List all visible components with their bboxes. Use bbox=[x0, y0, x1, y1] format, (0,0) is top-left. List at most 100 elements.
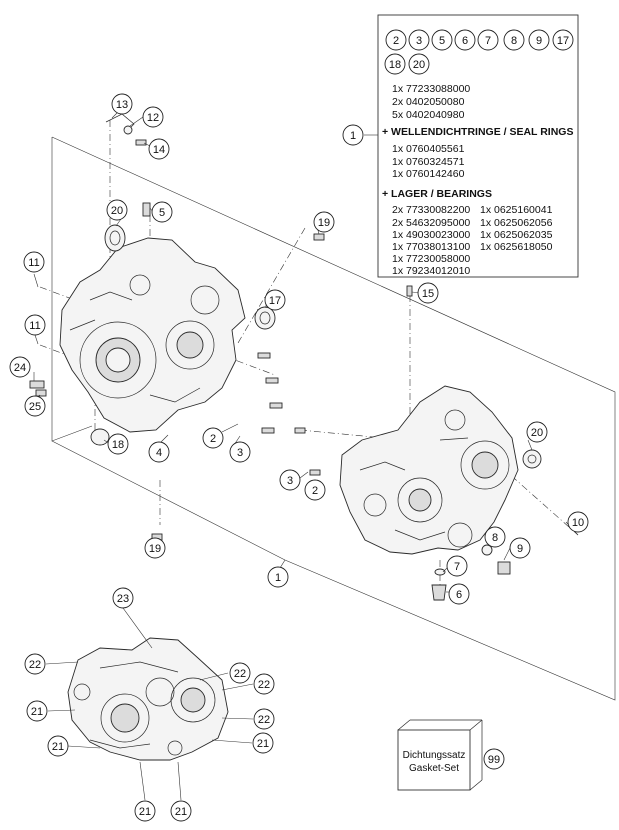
callout-23[interactable]: 23 bbox=[112, 587, 134, 609]
left-crankcase-half bbox=[59, 237, 246, 433]
callout-18[interactable]: 18 bbox=[107, 433, 129, 455]
kit-chip[interactable]: 9 bbox=[528, 29, 550, 51]
bearing-part-line: 1x 49030023000 bbox=[392, 229, 470, 241]
bearing-part-line: 1x 77230058000 bbox=[392, 253, 470, 265]
svg-text:11: 11 bbox=[29, 320, 40, 332]
kit-chip[interactable]: 20 bbox=[408, 53, 430, 75]
callout-22[interactable]: 22 bbox=[253, 708, 275, 730]
kit-chip[interactable]: 8 bbox=[503, 29, 525, 51]
svg-text:23: 23 bbox=[117, 593, 129, 605]
kit-chip[interactable]: 6 bbox=[454, 29, 476, 51]
svg-text:21: 21 bbox=[175, 806, 187, 818]
svg-text:5: 5 bbox=[439, 35, 445, 47]
callout-13[interactable]: 13 bbox=[111, 93, 133, 115]
svg-text:7: 7 bbox=[454, 561, 460, 573]
callout-2[interactable]: 2 bbox=[202, 427, 224, 449]
bearing-part-line: 1x 79234012010 bbox=[392, 265, 470, 277]
callout-21[interactable]: 21 bbox=[252, 732, 274, 754]
kit-chip[interactable]: 5 bbox=[431, 29, 453, 51]
callout-20[interactable]: 20 bbox=[106, 199, 128, 221]
callout-6[interactable]: 6 bbox=[448, 583, 470, 605]
svg-text:21: 21 bbox=[139, 806, 151, 818]
callout-10[interactable]: 10 bbox=[567, 511, 589, 533]
callout-21[interactable]: 21 bbox=[134, 800, 156, 822]
callout-4[interactable]: 4 bbox=[148, 441, 170, 463]
kit-chip[interactable]: 17 bbox=[552, 29, 574, 51]
svg-text:10: 10 bbox=[572, 517, 584, 529]
callout-22[interactable]: 22 bbox=[229, 662, 251, 684]
seal-part-line: 1x 0760405561 bbox=[392, 143, 465, 155]
bearing-part-line: 1x 0625062056 bbox=[480, 217, 553, 229]
callout-list: 13 12 14 20 5 19 11 17 15 11 24 25 18 4 … bbox=[9, 93, 589, 822]
svg-text:21: 21 bbox=[52, 741, 64, 753]
bearing-part-line: 1x 0625062035 bbox=[480, 229, 553, 241]
svg-text:3: 3 bbox=[416, 35, 422, 47]
svg-text:20: 20 bbox=[413, 59, 425, 71]
callout-9[interactable]: 9 bbox=[509, 537, 531, 559]
gasket-label-de: Dichtungssatz bbox=[403, 750, 466, 761]
kit-parts-box: 2 3 5 6 7 8 9 17 18 20 1x 77233088000 2x… bbox=[377, 14, 579, 278]
crankcase-lower-view bbox=[67, 637, 229, 761]
callout-11[interactable]: 11 bbox=[23, 251, 45, 273]
callout-21[interactable]: 21 bbox=[26, 700, 48, 722]
callout-22[interactable]: 22 bbox=[24, 653, 46, 675]
callout-24[interactable]: 24 bbox=[9, 356, 31, 378]
svg-text:20: 20 bbox=[111, 205, 123, 217]
kit-chip[interactable]: 7 bbox=[477, 29, 499, 51]
bearings-heading: + LAGER / BEARINGS bbox=[382, 188, 492, 200]
callout-17[interactable]: 17 bbox=[264, 289, 286, 311]
callout-3[interactable]: 3 bbox=[279, 469, 301, 491]
svg-text:9: 9 bbox=[536, 35, 542, 47]
svg-text:21: 21 bbox=[31, 706, 43, 718]
svg-text:22: 22 bbox=[258, 679, 270, 691]
svg-text:6: 6 bbox=[456, 589, 462, 601]
svg-text:22: 22 bbox=[29, 659, 41, 671]
svg-text:6: 6 bbox=[462, 35, 468, 47]
callout-8[interactable]: 8 bbox=[484, 526, 506, 548]
callout-14[interactable]: 14 bbox=[148, 138, 170, 160]
svg-text:11: 11 bbox=[28, 257, 39, 269]
kit-part-line: 5x 0402040980 bbox=[392, 109, 465, 121]
callout-21[interactable]: 21 bbox=[170, 800, 192, 822]
svg-text:8: 8 bbox=[511, 35, 517, 47]
callout-20[interactable]: 20 bbox=[526, 421, 548, 443]
bearing-part-line: 1x 77038013100 bbox=[392, 241, 470, 253]
callout-21[interactable]: 21 bbox=[47, 735, 69, 757]
callout-3[interactable]: 3 bbox=[229, 441, 251, 463]
svg-text:18: 18 bbox=[389, 59, 401, 71]
callout-22[interactable]: 22 bbox=[253, 673, 275, 695]
callout-25[interactable]: 25 bbox=[24, 395, 46, 417]
callout-1[interactable]: 1 bbox=[267, 566, 289, 588]
svg-text:99: 99 bbox=[488, 754, 500, 766]
svg-text:2: 2 bbox=[312, 485, 318, 497]
kit-chip[interactable]: 3 bbox=[408, 29, 430, 51]
svg-text:19: 19 bbox=[149, 543, 161, 555]
kit-chip[interactable]: 2 bbox=[385, 29, 407, 51]
callout-11[interactable]: 11 bbox=[24, 314, 46, 336]
callout-19[interactable]: 19 bbox=[313, 211, 335, 233]
svg-text:2: 2 bbox=[210, 433, 216, 445]
svg-text:22: 22 bbox=[234, 668, 246, 680]
seal-part-line: 1x 0760324571 bbox=[392, 156, 465, 168]
callout-7[interactable]: 7 bbox=[446, 555, 468, 577]
callout-15[interactable]: 15 bbox=[417, 282, 439, 304]
svg-text:3: 3 bbox=[237, 447, 243, 459]
svg-text:8: 8 bbox=[492, 532, 498, 544]
callout-19[interactable]: 19 bbox=[144, 537, 166, 559]
svg-text:1: 1 bbox=[350, 130, 356, 142]
callout-5[interactable]: 5 bbox=[151, 201, 173, 223]
svg-text:24: 24 bbox=[14, 362, 26, 374]
kit-chip[interactable]: 18 bbox=[384, 53, 406, 75]
callout-kit-ref[interactable]: 1 bbox=[342, 124, 364, 146]
callout-2[interactable]: 2 bbox=[304, 479, 326, 501]
svg-text:17: 17 bbox=[557, 35, 569, 47]
callout-gasket-set[interactable]: 99 bbox=[483, 748, 505, 770]
svg-text:1: 1 bbox=[275, 572, 281, 584]
svg-text:4: 4 bbox=[156, 447, 162, 459]
bearing-part-line: 1x 0625618050 bbox=[480, 241, 553, 253]
svg-text:12: 12 bbox=[147, 112, 159, 124]
svg-text:2: 2 bbox=[393, 35, 399, 47]
callout-12[interactable]: 12 bbox=[142, 106, 164, 128]
svg-text:7: 7 bbox=[485, 35, 491, 47]
